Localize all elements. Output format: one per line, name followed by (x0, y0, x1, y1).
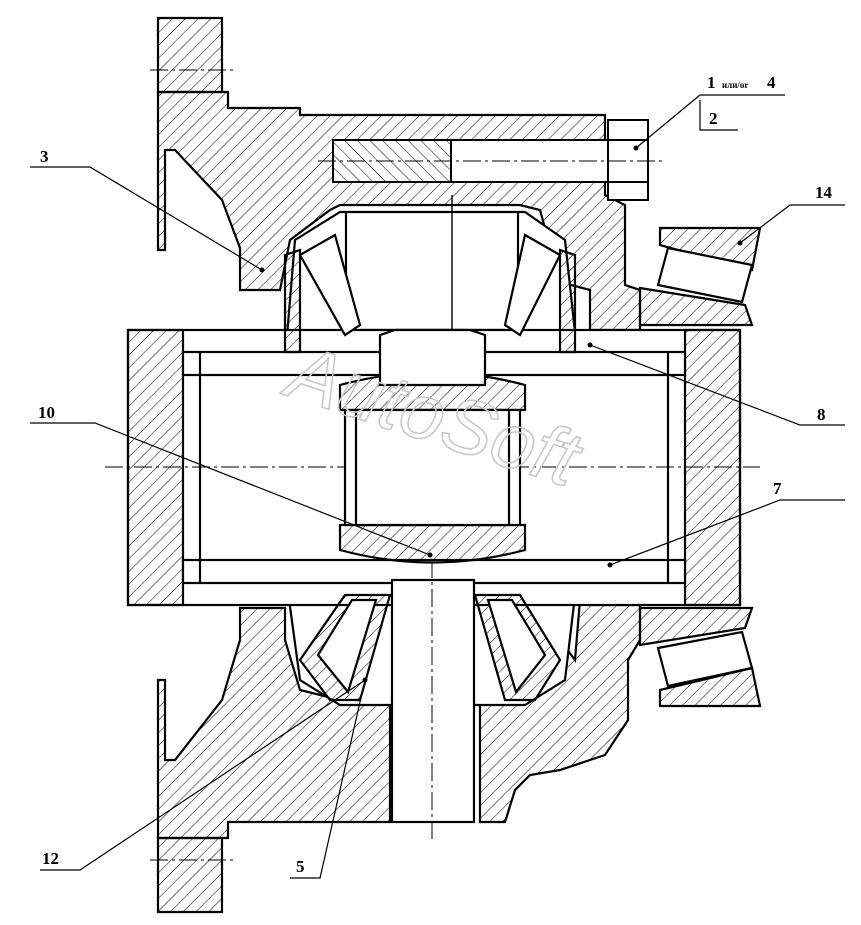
drive-pinion (298, 560, 562, 840)
leader-dots (259, 145, 743, 683)
label-part-1: 1 (707, 73, 716, 92)
flange-centerlines (150, 69, 235, 861)
label-part-4: 4 (767, 73, 776, 92)
pinion-cross (338, 328, 527, 564)
label-part-8: 8 (817, 405, 826, 424)
upper-side-gears (283, 233, 577, 354)
label-part-5: 5 (296, 857, 305, 876)
tapered-bearings (638, 226, 762, 708)
bolt (318, 119, 662, 201)
label-part-14: 14 (815, 183, 833, 202)
label-part-2: 2 (709, 109, 718, 128)
label-part-1-or: или/or (722, 80, 748, 90)
label-part-7: 7 (773, 479, 782, 498)
label-part-10: 10 (38, 403, 55, 422)
callout-labels: 3 1 или/or 4 2 14 10 8 7 12 5 (38, 73, 833, 876)
label-part-12: 12 (42, 849, 59, 868)
leader-lines (30, 94, 845, 879)
label-part-3: 3 (40, 147, 49, 166)
